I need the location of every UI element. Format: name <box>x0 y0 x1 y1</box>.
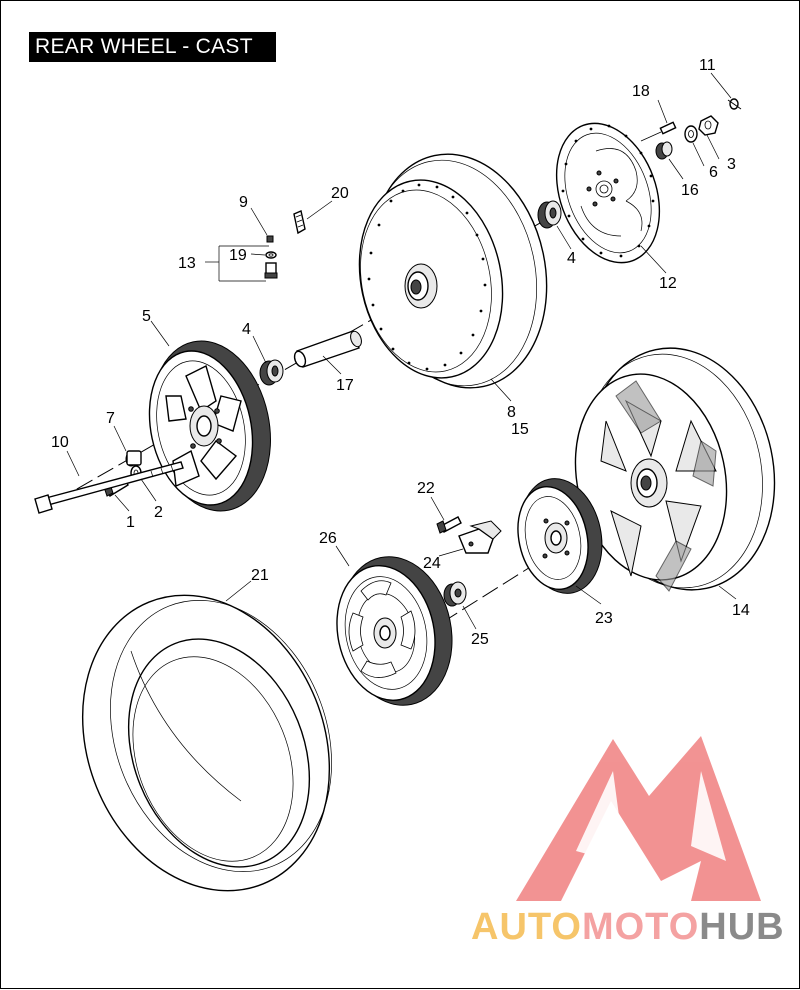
axle-spacer-tube <box>293 330 362 368</box>
watermark-auto: AUTO <box>471 906 582 948</box>
callout-14: 14 <box>732 602 750 619</box>
callout-6: 6 <box>709 164 718 181</box>
callout-7: 7 <box>106 410 115 427</box>
callout-4-lower: 4 <box>242 321 251 338</box>
watermark-logo <box>516 736 761 901</box>
callout-5: 5 <box>142 308 151 325</box>
callout-4-upper: 4 <box>567 250 576 267</box>
wheel-bearing-left <box>259 359 284 386</box>
brake-rotor <box>555 122 661 264</box>
diagram-title: REAR WHEEL - CAST <box>29 32 276 62</box>
cast-wheel <box>574 347 776 592</box>
callout-24: 24 <box>423 555 441 572</box>
callout-numbers: 11 18 3 6 16 4 12 20 9 19 13 4 17 8 15 5… <box>51 57 750 648</box>
callout-3: 3 <box>727 156 736 173</box>
callout-11: 11 <box>699 57 716 74</box>
rear-tire <box>81 594 332 892</box>
watermark-text: AUTOMOTOHUB <box>471 906 785 949</box>
rotor-spacer <box>655 141 673 160</box>
cast-wheel-spacer <box>443 581 467 607</box>
callout-18: 18 <box>632 83 650 100</box>
callout-2: 2 <box>154 504 163 521</box>
brake-disc-carrier <box>517 478 603 594</box>
callout-22: 22 <box>417 480 435 497</box>
balance-weight <box>293 210 306 235</box>
laced-wheel <box>358 153 548 389</box>
callout-1: 1 <box>126 514 135 531</box>
sensor-bracket <box>458 520 502 554</box>
rear-pulley-cast <box>148 340 271 512</box>
axle-nut <box>698 115 719 136</box>
watermark-moto: MOTO <box>581 906 700 948</box>
callout-21: 21 <box>251 567 269 584</box>
axle-washer <box>684 125 698 143</box>
rear-pulley-solid <box>336 556 453 706</box>
callout-9: 9 <box>239 194 248 211</box>
rear-axle <box>34 461 184 514</box>
callout-19: 19 <box>229 247 247 264</box>
cotter-pin <box>727 98 742 110</box>
valve-stem-assembly <box>264 235 278 279</box>
callout-20: 20 <box>331 185 349 202</box>
callout-8: 8 <box>507 404 516 421</box>
watermark-hub: HUB <box>699 906 785 948</box>
mounting-screw <box>436 516 462 534</box>
callout-17: 17 <box>336 377 354 394</box>
wheel-bearing-right <box>537 200 562 229</box>
callout-16: 16 <box>681 182 699 199</box>
callout-12: 12 <box>659 275 677 292</box>
callout-15: 15 <box>511 421 529 438</box>
callout-26: 26 <box>319 530 337 547</box>
rotor-bolt <box>640 121 677 142</box>
callout-25: 25 <box>471 631 489 648</box>
callout-10: 10 <box>51 434 69 451</box>
pulley-bushing <box>125 450 142 467</box>
callout-23: 23 <box>595 610 613 627</box>
callout-13: 13 <box>178 255 196 272</box>
leader-lines <box>66 72 737 630</box>
